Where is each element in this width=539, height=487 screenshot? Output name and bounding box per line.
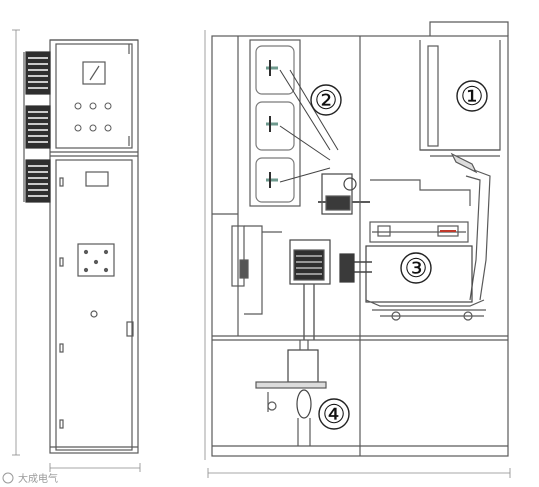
watermark-text: 大成电气: [18, 472, 58, 485]
callout-3-label: ③: [404, 254, 427, 284]
indicator-lamps: [74, 102, 112, 132]
breaker-trolley-bar: [369, 221, 469, 243]
meter-panel: [82, 61, 106, 85]
current-transformer: [289, 239, 331, 340]
operation-hole: [90, 310, 98, 318]
main-compartment-door: [55, 159, 133, 451]
busbar-compartment: [249, 39, 339, 207]
inspection-window: [77, 243, 115, 277]
callout-2: ②: [310, 84, 342, 116]
busbars: [266, 66, 278, 182]
callout-4: ④: [318, 398, 350, 430]
operating-mechanism: [231, 225, 282, 315]
side-busbar-bushings: [23, 51, 51, 203]
lv-compartment-door: [55, 43, 133, 149]
door-handle: [126, 321, 134, 337]
watermark: 大成电气: [2, 472, 58, 485]
nameplate-window: [85, 171, 109, 187]
cable-compartment: [255, 340, 327, 446]
breaker-compartment: [339, 179, 486, 321]
callout-4-label: ④: [322, 400, 345, 430]
upper-contact-assembly: [318, 173, 370, 215]
front-view: [12, 29, 141, 472]
callout-2-label: ②: [314, 86, 337, 116]
callout-1: ①: [456, 80, 488, 112]
callout-3: ③: [400, 252, 432, 284]
front-cabinet-outline: [49, 39, 139, 454]
lv-compartment: [419, 40, 501, 301]
callout-1-label: ①: [460, 82, 483, 112]
